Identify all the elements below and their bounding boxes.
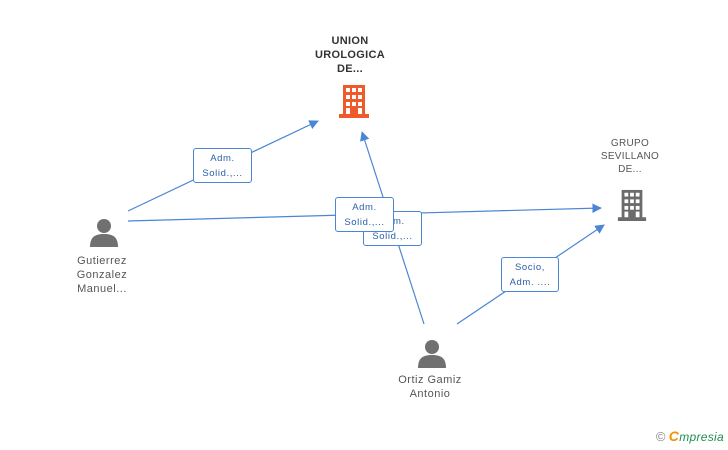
brand-name: mpresia	[679, 430, 724, 444]
building-icon[interactable]	[616, 188, 648, 222]
building-icon[interactable]	[337, 84, 371, 118]
brand-e-letter: C	[668, 428, 680, 444]
edge-label-gutierrez-grupo[interactable]: Adm. Solid.,...	[335, 197, 394, 232]
person-icon[interactable]	[89, 217, 119, 247]
company-union-urologica-label[interactable]: UNION UROLOGICA DE...	[315, 35, 385, 75]
copyright-symbol: ©	[655, 429, 666, 444]
person-icon[interactable]	[417, 338, 447, 368]
person-ortiz-label[interactable]: Ortiz Gamiz Antonio	[398, 374, 462, 400]
empresia-brand[interactable]: ©Cmpresia	[656, 428, 724, 444]
edge-label-ortiz-grupo[interactable]: Socio, Adm. ....	[501, 257, 559, 292]
company-grupo-sevillano-label[interactable]: GRUPO SEVILLANO DE...	[600, 138, 660, 175]
person-gutierrez-label[interactable]: Gutierrez Gonzalez Manuel...	[76, 255, 128, 295]
edge-label-gutierrez-union[interactable]: Adm. Solid.,...	[193, 148, 252, 183]
